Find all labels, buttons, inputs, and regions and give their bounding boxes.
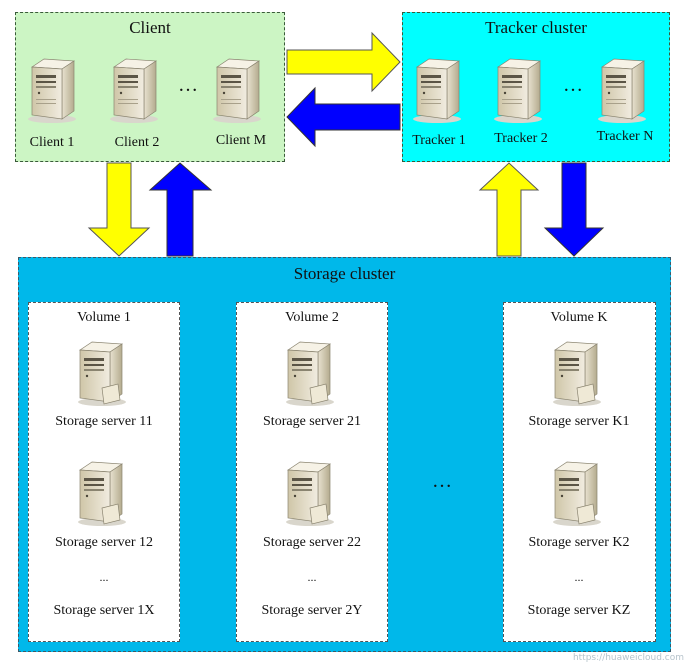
- storage-server-1x-label: Storage server 1X: [53, 603, 155, 618]
- arrow-tracker-to-storage: [543, 162, 605, 257]
- arrow-client-to-tracker: [286, 31, 401, 93]
- storage-server-21-icon: [280, 338, 340, 408]
- storage-server-22-label: Storage server 22: [263, 535, 361, 550]
- tracker-1-label: Tracker 1: [412, 133, 466, 148]
- volume-2-dots: ...: [307, 570, 317, 584]
- client-2-server-icon: [104, 55, 164, 125]
- storage-cluster-title: Storage cluster: [293, 264, 396, 283]
- volume-k-title: Volume K: [550, 310, 608, 325]
- client-m-server-icon: [207, 55, 267, 125]
- storage-server-11-icon: [72, 338, 132, 408]
- arrow-storage-to-client: [148, 162, 213, 257]
- tracker-cluster-title: Tracker cluster: [485, 18, 587, 37]
- tracker-ellipsis: …: [563, 74, 585, 96]
- storage-server-12-icon: [72, 458, 132, 528]
- storage-server-22-icon: [280, 458, 340, 528]
- volume-k-dots: ...: [574, 570, 584, 584]
- tracker-2-server-icon: [488, 55, 548, 125]
- client-m-label: Client M: [215, 133, 267, 148]
- tracker-n-server-icon: [592, 55, 652, 125]
- tracker-1-server-icon: [407, 55, 467, 125]
- client-ellipsis: …: [178, 74, 200, 96]
- storage-server-k2-label: Storage server K2: [528, 535, 630, 550]
- storage-server-kz-label: Storage server KZ: [527, 603, 631, 618]
- client-1-server-icon: [22, 55, 82, 125]
- storage-server-12-label: Storage server 12: [55, 535, 153, 550]
- client-2-label: Client 2: [114, 135, 160, 150]
- storage-volume-ellipsis: …: [432, 470, 454, 492]
- storage-server-k1-icon: [547, 338, 607, 408]
- storage-server-11-label: Storage server 11: [55, 414, 153, 429]
- storage-server-21-label: Storage server 21: [263, 414, 361, 429]
- storage-server-2y-label: Storage server 2Y: [261, 603, 363, 618]
- volume-1-dots: ...: [99, 570, 109, 584]
- client-1-label: Client 1: [29, 135, 75, 150]
- arrow-tracker-to-client: [286, 86, 401, 148]
- client-title: Client: [129, 18, 171, 37]
- arrow-client-to-storage: [87, 162, 151, 257]
- storage-server-k1-label: Storage server K1: [528, 414, 630, 429]
- volume-1-title: Volume 1: [77, 310, 131, 325]
- tracker-n-label: Tracker N: [596, 129, 654, 144]
- tracker-2-label: Tracker 2: [494, 131, 548, 146]
- watermark: https://huaweicloud.com: [572, 653, 684, 663]
- storage-server-k2-icon: [547, 458, 607, 528]
- arrow-storage-to-tracker: [478, 162, 540, 257]
- volume-2-title: Volume 2: [285, 310, 339, 325]
